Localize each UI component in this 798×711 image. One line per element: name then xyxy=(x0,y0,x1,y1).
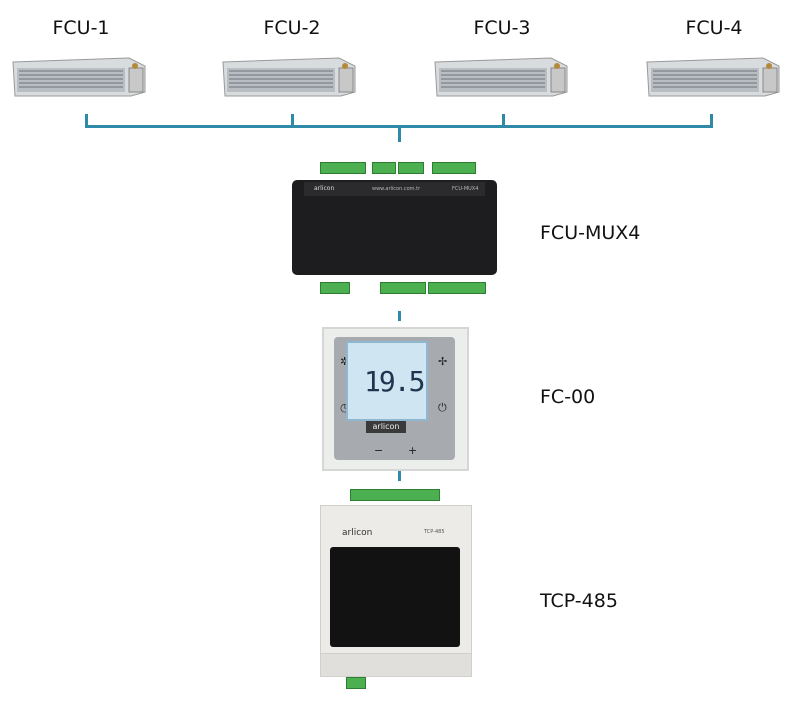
plus-icon: + xyxy=(408,444,418,457)
fcu-bus-horizontal-line xyxy=(85,125,713,128)
fcu-mux4-label: FCU-MUX4 xyxy=(540,222,641,244)
power-icon: ⏻ xyxy=(438,401,447,414)
fcu-mux4-device: arlicon www.arlicon.com.tr FCU-MUX4 xyxy=(292,160,497,295)
thermostat-brand-logo: arlicon xyxy=(366,421,406,433)
tcp-power-terminal xyxy=(346,677,366,689)
mux-brand-logo: arlicon xyxy=(314,185,335,192)
tcp-front-window xyxy=(330,547,460,647)
fcu-4-unit-image xyxy=(646,57,780,97)
thermostat-temperature-readout: 19.5 xyxy=(364,365,425,398)
fcu-2-label: FCU-2 xyxy=(263,17,321,39)
mode-icon: ✲ xyxy=(340,355,350,368)
tcp-brand-logo: arlicon xyxy=(342,528,373,538)
fcu-3-drop-line xyxy=(502,114,505,126)
mux-bottom-terminal-3 xyxy=(428,282,486,294)
tcp-port-strip xyxy=(320,653,472,677)
fcu-4-drop-line xyxy=(710,114,713,126)
tcp-model-print: TCP-485 xyxy=(424,529,445,535)
fcu-3-label: FCU-3 xyxy=(473,17,531,39)
clock-icon: ◷ xyxy=(340,401,350,414)
bus-to-mux-line xyxy=(398,128,401,142)
tcp-485-device: arlicon TCP-485 xyxy=(320,489,472,695)
fcu-2-drop-line xyxy=(291,114,294,126)
fcu-3-unit-image xyxy=(434,57,568,97)
mux-to-fc-line xyxy=(398,311,401,321)
mux-top-terminal-4 xyxy=(432,162,476,174)
fcu-1-unit-image xyxy=(12,57,146,97)
fan-icon: ✢ xyxy=(438,355,448,368)
thermostat-lcd-screen: 19.5 xyxy=(346,341,428,421)
fcu-2-unit-image xyxy=(222,57,356,97)
mux-label-strip xyxy=(304,182,485,196)
mux-bottom-terminal-1 xyxy=(320,282,350,294)
tcp-top-terminal xyxy=(350,489,440,501)
mux-model-print: FCU-MUX4 xyxy=(452,186,479,192)
fc-00-thermostat-device: ✲ ✢ ◷ ⏻ 19.5 arlicon − + xyxy=(322,327,469,471)
fcu-1-label: FCU-1 xyxy=(52,17,110,39)
tcp-485-label: TCP-485 xyxy=(540,590,618,612)
mux-top-terminal-3 xyxy=(398,162,424,174)
mux-top-terminal-1 xyxy=(320,162,366,174)
fcu-4-label: FCU-4 xyxy=(685,17,743,39)
mux-bottom-terminal-2 xyxy=(380,282,426,294)
fc-to-tcp-line xyxy=(398,471,401,481)
mux-top-terminal-2 xyxy=(372,162,396,174)
fc-00-label: FC-00 xyxy=(540,386,596,408)
minus-icon: − xyxy=(374,444,384,457)
mux-url-text: www.arlicon.com.tr xyxy=(372,186,421,192)
fcu-1-drop-line xyxy=(85,114,88,126)
